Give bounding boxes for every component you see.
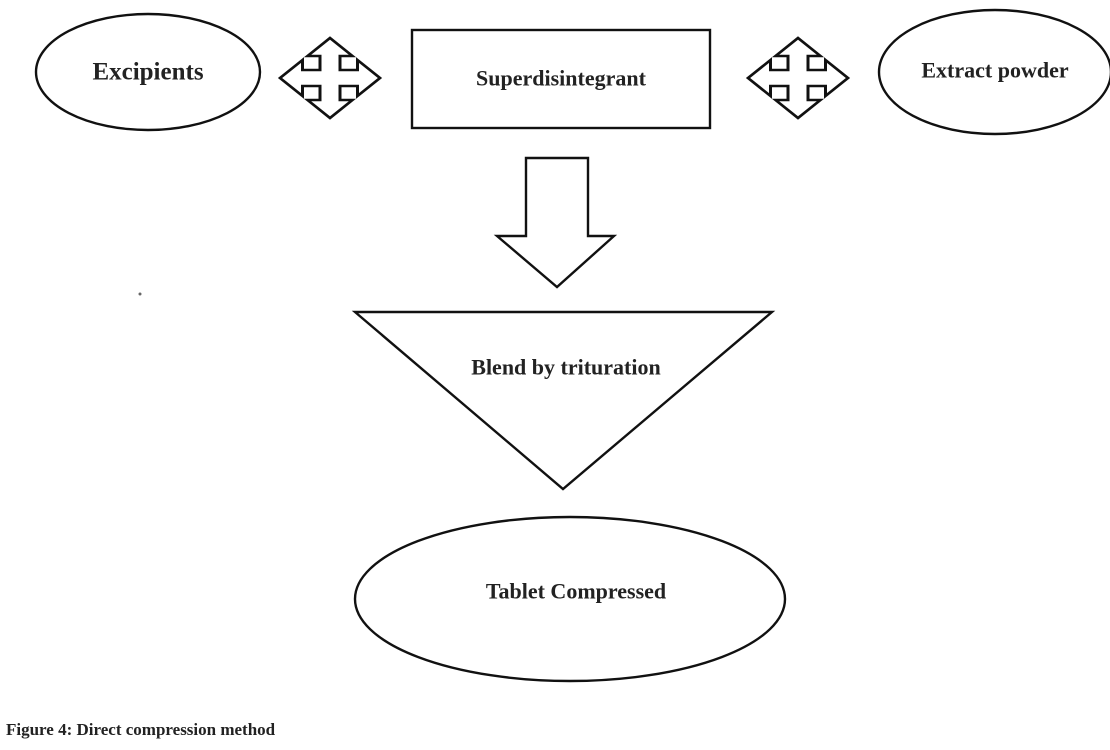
extract-powder-node: Extract powder xyxy=(877,8,1110,136)
figure-caption: Figure 4: Direct compression method xyxy=(6,720,276,739)
flow-diagram: Excipients Superdisintegrant Extract pow… xyxy=(34,8,1110,683)
extract-powder-label: Extract powder xyxy=(921,58,1068,83)
stray-dot xyxy=(138,292,142,296)
down-arrow-icon xyxy=(493,156,618,289)
excipients-node: Excipients xyxy=(34,12,262,132)
four-way-arrow-icon xyxy=(745,36,851,120)
tablet-label: Tablet Compressed xyxy=(486,579,666,604)
four-way-arrow-icon xyxy=(277,36,383,120)
excipients-label: Excipients xyxy=(92,59,203,86)
tablet-node: Tablet Compressed xyxy=(353,515,787,683)
superdisintegrant-label: Superdisintegrant xyxy=(476,66,647,91)
blend-label: Blend by trituration xyxy=(471,355,660,380)
blend-node: Blend by trituration xyxy=(351,310,776,491)
superdisintegrant-node: Superdisintegrant xyxy=(410,28,712,130)
